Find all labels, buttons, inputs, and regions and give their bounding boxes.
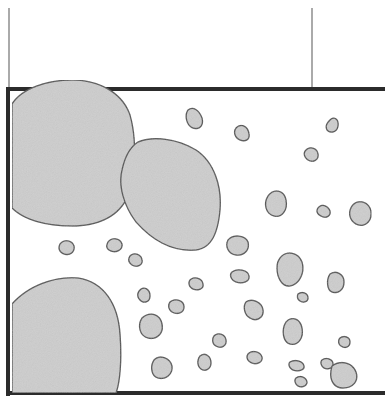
small-particle <box>129 254 142 266</box>
small-particle <box>304 148 318 161</box>
small-particle <box>350 202 371 226</box>
small-particle <box>138 288 150 302</box>
small-particle <box>295 377 307 387</box>
small-particle <box>231 270 249 283</box>
small-particle <box>289 361 304 371</box>
small-particle <box>198 354 211 370</box>
large-particle <box>12 80 135 226</box>
small-particle <box>326 118 338 132</box>
small-particle <box>189 278 203 290</box>
small-particle <box>152 357 172 378</box>
large-particle <box>121 139 221 250</box>
small-particle <box>140 314 163 338</box>
small-particle <box>277 253 303 286</box>
small-particle <box>266 191 287 216</box>
small-particle <box>235 126 250 141</box>
small-particle <box>186 108 202 128</box>
small-particle <box>339 337 350 348</box>
small-particle <box>328 272 344 292</box>
small-particle <box>283 319 302 345</box>
small-particle <box>297 293 308 302</box>
small-particle <box>169 300 184 313</box>
small-particle <box>107 239 122 252</box>
small-particle <box>213 334 226 347</box>
large-particle <box>12 278 121 393</box>
small-particle <box>331 363 357 388</box>
small-particle <box>59 241 74 255</box>
small-particle <box>244 300 263 319</box>
small-particle <box>317 205 330 217</box>
small-particle <box>247 352 262 364</box>
small-particle <box>227 236 249 255</box>
